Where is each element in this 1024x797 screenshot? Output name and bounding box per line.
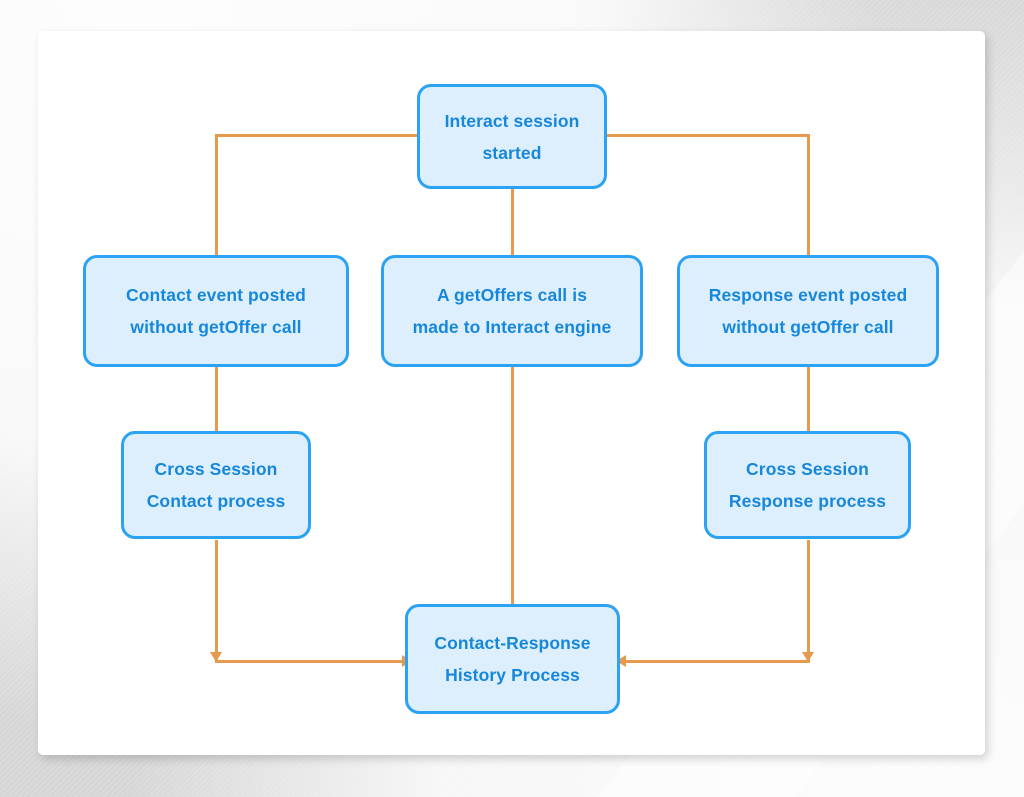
node-label-line1: A getOffers call is <box>436 285 588 305</box>
node-label-line2: without getOffer call <box>722 317 894 337</box>
node-label-line1: Interact session <box>444 110 580 131</box>
edge-response-to-crossresponse <box>807 367 810 441</box>
node-label-line1: Contact-Response <box>434 633 591 653</box>
node-label-line1: Contact event posted <box>126 285 306 305</box>
node-label-line2: started <box>482 142 542 163</box>
node-contact-event-posted[interactable]: Contact event posted without getOffer ca… <box>83 255 349 367</box>
node-cross-session-contact-process[interactable]: Cross Session Contact process <box>121 431 311 539</box>
node-label-line2: made to Interact engine <box>412 317 612 337</box>
edge-root-to-contact-vertical <box>215 134 218 266</box>
node-label-line2: Contact process <box>146 491 286 511</box>
node-label-line2: Response process <box>728 491 887 511</box>
edge-crosscontact-to-history-vertical <box>215 540 218 662</box>
edge-root-to-response-vertical <box>807 134 810 266</box>
node-label-line1: Response event posted <box>708 285 908 305</box>
edge-root-to-response-horizontal <box>606 134 808 137</box>
node-label-line1: Cross Session <box>154 459 278 479</box>
node-label-line2: without getOffer call <box>130 317 302 337</box>
node-interact-session-started[interactable]: Interact session started <box>417 84 607 189</box>
edge-root-to-contact-horizontal <box>215 134 418 137</box>
arrowhead-crossresponse-to-history <box>616 655 626 667</box>
diagram-card: Interact session started Contact event p… <box>38 31 985 755</box>
node-contact-response-history-process[interactable]: Contact-Response History Process <box>405 604 620 714</box>
edge-getoffers-to-history <box>511 367 514 615</box>
node-cross-session-response-process[interactable]: Cross Session Response process <box>704 431 911 539</box>
node-getoffers-call[interactable]: A getOffers call is made to Interact eng… <box>381 255 643 367</box>
node-label-line2: History Process <box>445 665 580 685</box>
edge-crosscontact-to-history-horizontal <box>215 660 405 663</box>
edge-contact-to-crosscontact <box>215 367 218 441</box>
arrowhead-crossresponse-corner <box>801 652 814 662</box>
node-label-line1: Cross Session <box>746 459 869 479</box>
arrowhead-crosscontact-corner <box>209 652 222 662</box>
edge-root-to-getoffers <box>511 186 514 266</box>
edge-crossresponse-to-history-vertical <box>807 540 810 662</box>
edge-crossresponse-to-history-horizontal <box>620 660 810 663</box>
node-response-event-posted[interactable]: Response event posted without getOffer c… <box>677 255 939 367</box>
